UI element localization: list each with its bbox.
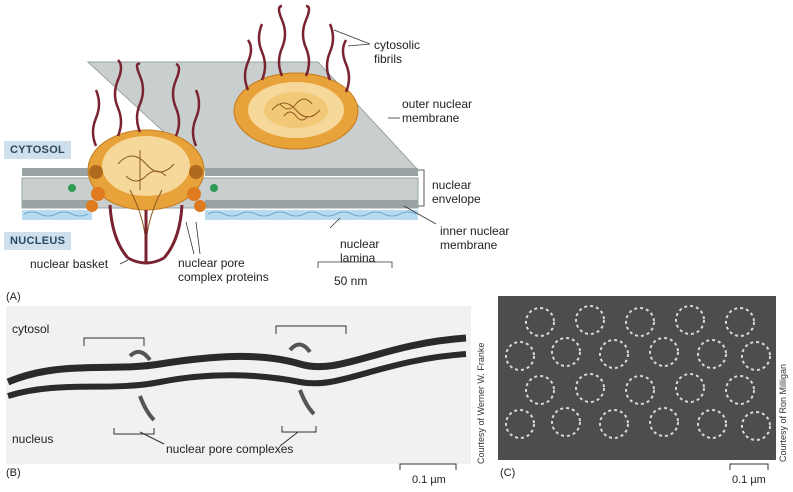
pore-subunit xyxy=(194,200,206,212)
nuclear-basket-label: nuclear basket xyxy=(30,257,109,271)
panel-b-credit: Courtesy of Werner W. Franke xyxy=(476,342,486,464)
panel-c-credit: Courtesy of Ron Milligan xyxy=(778,363,788,462)
pore-subunit xyxy=(189,165,203,179)
anchor-protein xyxy=(68,184,76,192)
pore-subunit xyxy=(187,187,201,201)
anchor-protein xyxy=(210,184,218,192)
panel-c-label: (C) xyxy=(500,467,516,479)
membrane-edge-right xyxy=(205,168,418,176)
main-pore-inner xyxy=(102,136,190,196)
pore-subunit xyxy=(91,187,105,201)
pore-subunit xyxy=(86,200,98,212)
panel-c-pores xyxy=(505,305,771,441)
panel-b-label: (B) xyxy=(6,467,21,479)
nucleus-tag: NUCLEUS xyxy=(4,232,72,250)
panel-b-pore-label: nuclear pore complexes xyxy=(166,442,294,456)
nuclear-basket xyxy=(108,204,184,265)
lamina-right xyxy=(205,210,418,220)
lamina-left xyxy=(22,210,92,220)
central-filaments xyxy=(117,150,175,251)
lamina-fibers xyxy=(23,211,417,217)
cytosolic-fibrils xyxy=(91,4,351,147)
panel-b-brackets xyxy=(83,325,457,470)
inner-edge-left xyxy=(22,200,92,208)
panel-b-envelope xyxy=(6,334,467,422)
panel-b-scale-label: 0.1 µm xyxy=(412,474,446,486)
top-pore-filaments xyxy=(271,98,321,121)
panel-c-micrograph xyxy=(498,296,776,460)
cytosol-tag: CYTOSOL xyxy=(4,141,72,159)
panel-c-scale-label: 0.1 µm xyxy=(732,474,766,486)
panel-b-nucleus-label: nucleus xyxy=(12,432,54,446)
panel-b-cytosol-label: cytosol xyxy=(12,322,50,336)
panel-c-scale-bar xyxy=(729,463,769,470)
scale-50nm-label: 50 nm xyxy=(334,274,368,288)
membrane-edge-left xyxy=(22,168,92,176)
leader-lines xyxy=(119,29,437,268)
inner-edge-right xyxy=(205,200,418,208)
pore-subunit xyxy=(89,165,103,179)
panel-a-label: (A) xyxy=(6,291,21,303)
